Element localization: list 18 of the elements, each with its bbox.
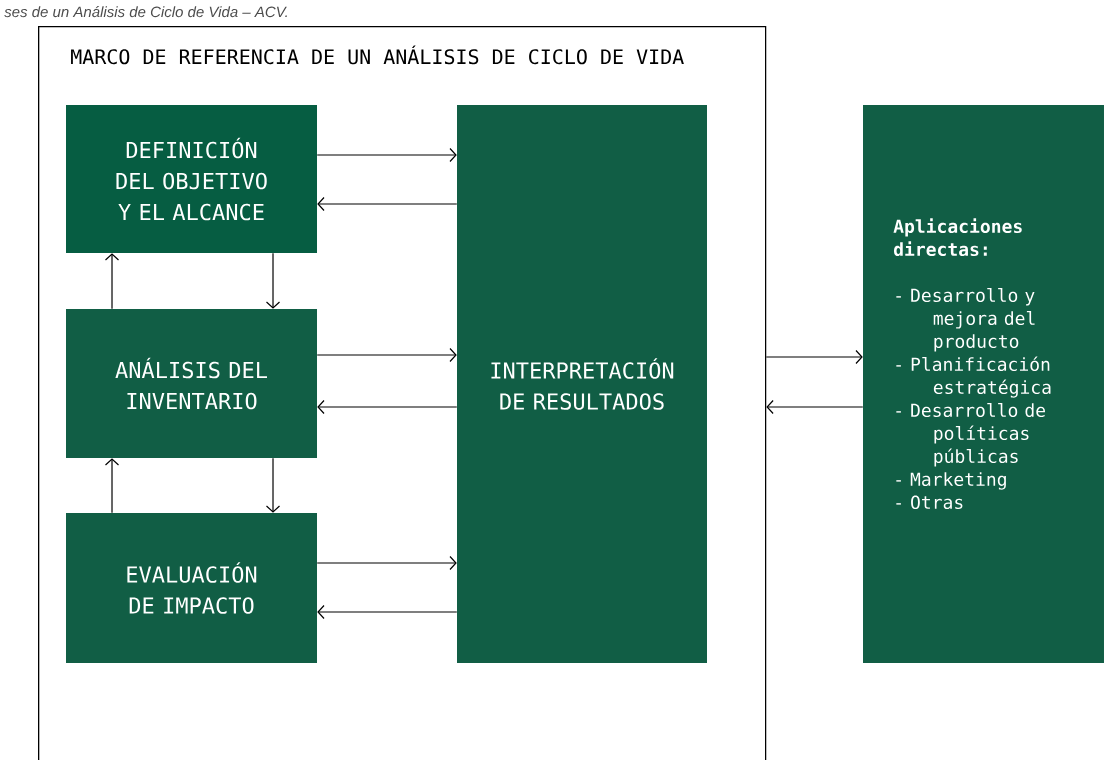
arrow bbox=[766, 399, 864, 415]
arrow bbox=[317, 604, 458, 620]
info-panel: Aplicaciones directas: - Desarrollo y mejora del producto - Planificación estratégica - Desarrollo de políticas públicas - Marketing - Otras bbox=[863, 105, 1104, 663]
arrow bbox=[316, 347, 457, 363]
arrow bbox=[317, 196, 458, 212]
process-box: DEFINICIÓN DEL OBJETIVO Y EL ALCANCE bbox=[66, 105, 317, 253]
arrow bbox=[317, 399, 458, 415]
process-box: INTERPRETACIÓN DE RESULTADOS bbox=[457, 105, 707, 663]
arrow bbox=[104, 458, 120, 514]
arrow bbox=[265, 252, 281, 309]
process-box: EVALUACIÓN DE IMPACTO bbox=[66, 513, 317, 663]
caption-text: ses de un Análisis de Ciclo de Vida – ACV. bbox=[4, 5, 287, 18]
arrow bbox=[316, 555, 457, 571]
arrow bbox=[316, 147, 457, 163]
arrow bbox=[765, 349, 863, 365]
process-box: ANÁLISIS DEL INVENTARIO bbox=[66, 309, 317, 458]
arrow bbox=[265, 457, 281, 513]
arrow bbox=[104, 253, 120, 310]
